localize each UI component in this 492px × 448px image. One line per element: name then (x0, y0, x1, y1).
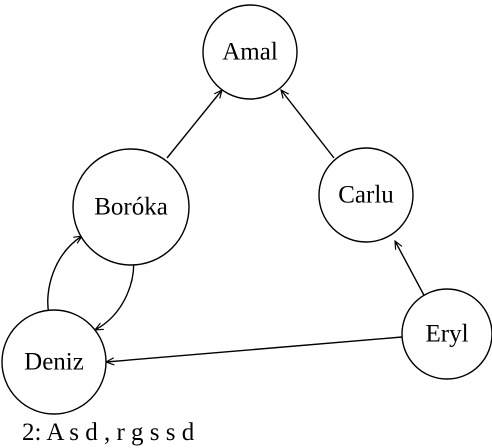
node-carlu-label: Carlu (338, 182, 394, 209)
node-boroka-circle (72, 148, 190, 266)
node-deniz-circle (1, 309, 107, 415)
node-boroka: Boróka (72, 148, 190, 266)
node-carlu: Carlu (318, 147, 414, 243)
node-deniz: Deniz (1, 309, 107, 415)
node-boroka-label: Boróka (94, 194, 168, 221)
edge-deniz-to-boroka (47, 236, 82, 316)
figure-caption: 2: A s d , r g s s d (22, 419, 195, 446)
node-eryl-label: Eryl (425, 321, 468, 348)
node-deniz-label: Deniz (24, 349, 84, 376)
node-eryl: Eryl (401, 288, 492, 380)
node-eryl-circle (401, 288, 492, 380)
edge-carlu-to-amal (281, 90, 335, 159)
node-amal-label: Amal (222, 39, 278, 66)
edge-eryl-to-deniz (106, 336, 403, 362)
node-amal-circle (202, 4, 298, 100)
edge-eryl-to-carlu (395, 241, 427, 300)
edge-boroka-to-amal (166, 90, 222, 159)
node-carlu-circle (318, 147, 414, 243)
node-amal: Amal (202, 4, 298, 100)
